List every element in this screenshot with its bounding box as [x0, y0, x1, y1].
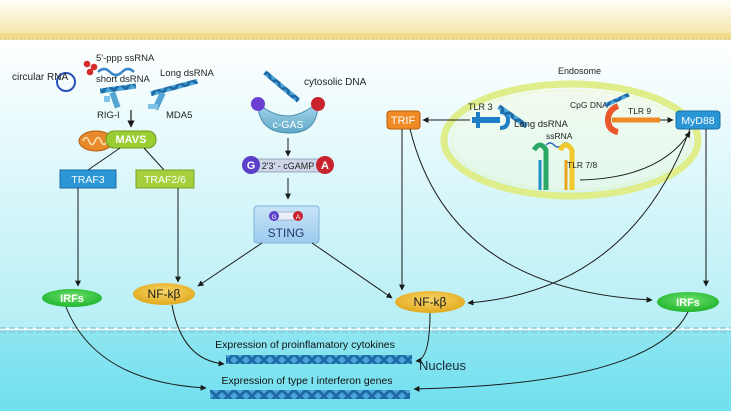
trif-label: TRIF: [391, 115, 416, 127]
nfkb-right-label: NF-kβ: [414, 295, 447, 309]
mda5-receptor-icon: [148, 91, 166, 111]
expr-interferon-label: Expression of type I interferon genes: [221, 375, 392, 387]
cgamp-label: 2'3' - cGAMP: [262, 161, 314, 171]
circular-rna-label: circular RNA: [12, 72, 68, 83]
nfkb-right-oval: [395, 291, 465, 313]
interferon-gene-dna-icon: [210, 390, 410, 399]
sting-a-label: A: [296, 214, 301, 221]
circular-rna-icon: [56, 72, 76, 92]
irfs-left-label: IRFs: [60, 293, 84, 305]
long-dsrna-right-icon: [497, 104, 529, 129]
nfkb-left-oval: [133, 283, 195, 305]
nucleus-label: Nucleus: [419, 358, 466, 373]
sting-label: STING: [268, 226, 305, 240]
short-dsrna-icon: [99, 83, 137, 94]
long-dsrna-right-label: Long dsRNA: [514, 119, 569, 130]
mda5-label: MDA5: [166, 110, 192, 121]
cgamp-a-label: A: [321, 160, 329, 172]
cpg-dna-icon: [604, 92, 630, 108]
ppp-icon: [83, 60, 98, 76]
endosome-membrane: [440, 80, 702, 200]
trif-box: [386, 110, 421, 130]
mavs-box: [105, 130, 157, 149]
cgas-left-domain-icon: [251, 97, 265, 111]
tlr78-label: TLR 7/8: [567, 160, 598, 170]
sting-cgamp-icon: [269, 211, 303, 221]
myd88-label: MyD88: [681, 115, 714, 127]
irfs-right-label: IRFs: [676, 297, 700, 309]
long-dsrna-left-icon: [150, 78, 198, 97]
cgas-label: c-GAS: [273, 119, 304, 131]
long-dsrna-left-label: Long dsRNA: [160, 68, 215, 79]
cytosolic-dna-label: cytosolic DNA: [304, 77, 367, 88]
ssrna-label: ssRNA: [546, 131, 573, 141]
cgamp-g-label: G: [247, 160, 256, 172]
nfkb-left-label: NF-kβ: [148, 287, 181, 301]
cytokines-gene-dna-icon: [226, 355, 412, 364]
mavs-label: MAVS: [116, 134, 147, 146]
rig-i-receptor-icon: [104, 91, 121, 109]
traf3-label: TRAF3: [71, 174, 104, 186]
rig-i-label: RIG-I: [97, 110, 120, 121]
ppp-ssrna-label: 5'-ppp ssRNA: [96, 53, 155, 64]
expr-cytokines-label: Expression of proinflamatory cytokines: [215, 339, 395, 351]
tlr9-label: TLR 9: [628, 106, 651, 116]
endosome-label: Endosome: [558, 66, 601, 76]
tlr9-receptor-icon: [604, 103, 660, 135]
sting-g-label: G: [271, 214, 276, 221]
irfs-right-oval: [657, 292, 719, 312]
tlr78-receptor-icon: [531, 142, 575, 190]
traf26-label: TRAF2/6: [144, 174, 186, 186]
cgamp-molecule: [242, 156, 334, 174]
myd88-box: [675, 110, 721, 130]
short-dsrna-label: short dsRNA: [96, 74, 151, 85]
tlr3-label: TLR 3: [468, 102, 493, 112]
cpg-dna-label: CpG DNA: [570, 100, 608, 110]
irfs-left-oval: [42, 289, 102, 307]
cgas-right-domain-icon: [311, 97, 325, 111]
ssrna-strand-icon: [97, 67, 135, 77]
traf3-box: [59, 169, 117, 189]
traf26-box: [135, 169, 195, 189]
cytosolic-dna-icon: [263, 70, 301, 103]
